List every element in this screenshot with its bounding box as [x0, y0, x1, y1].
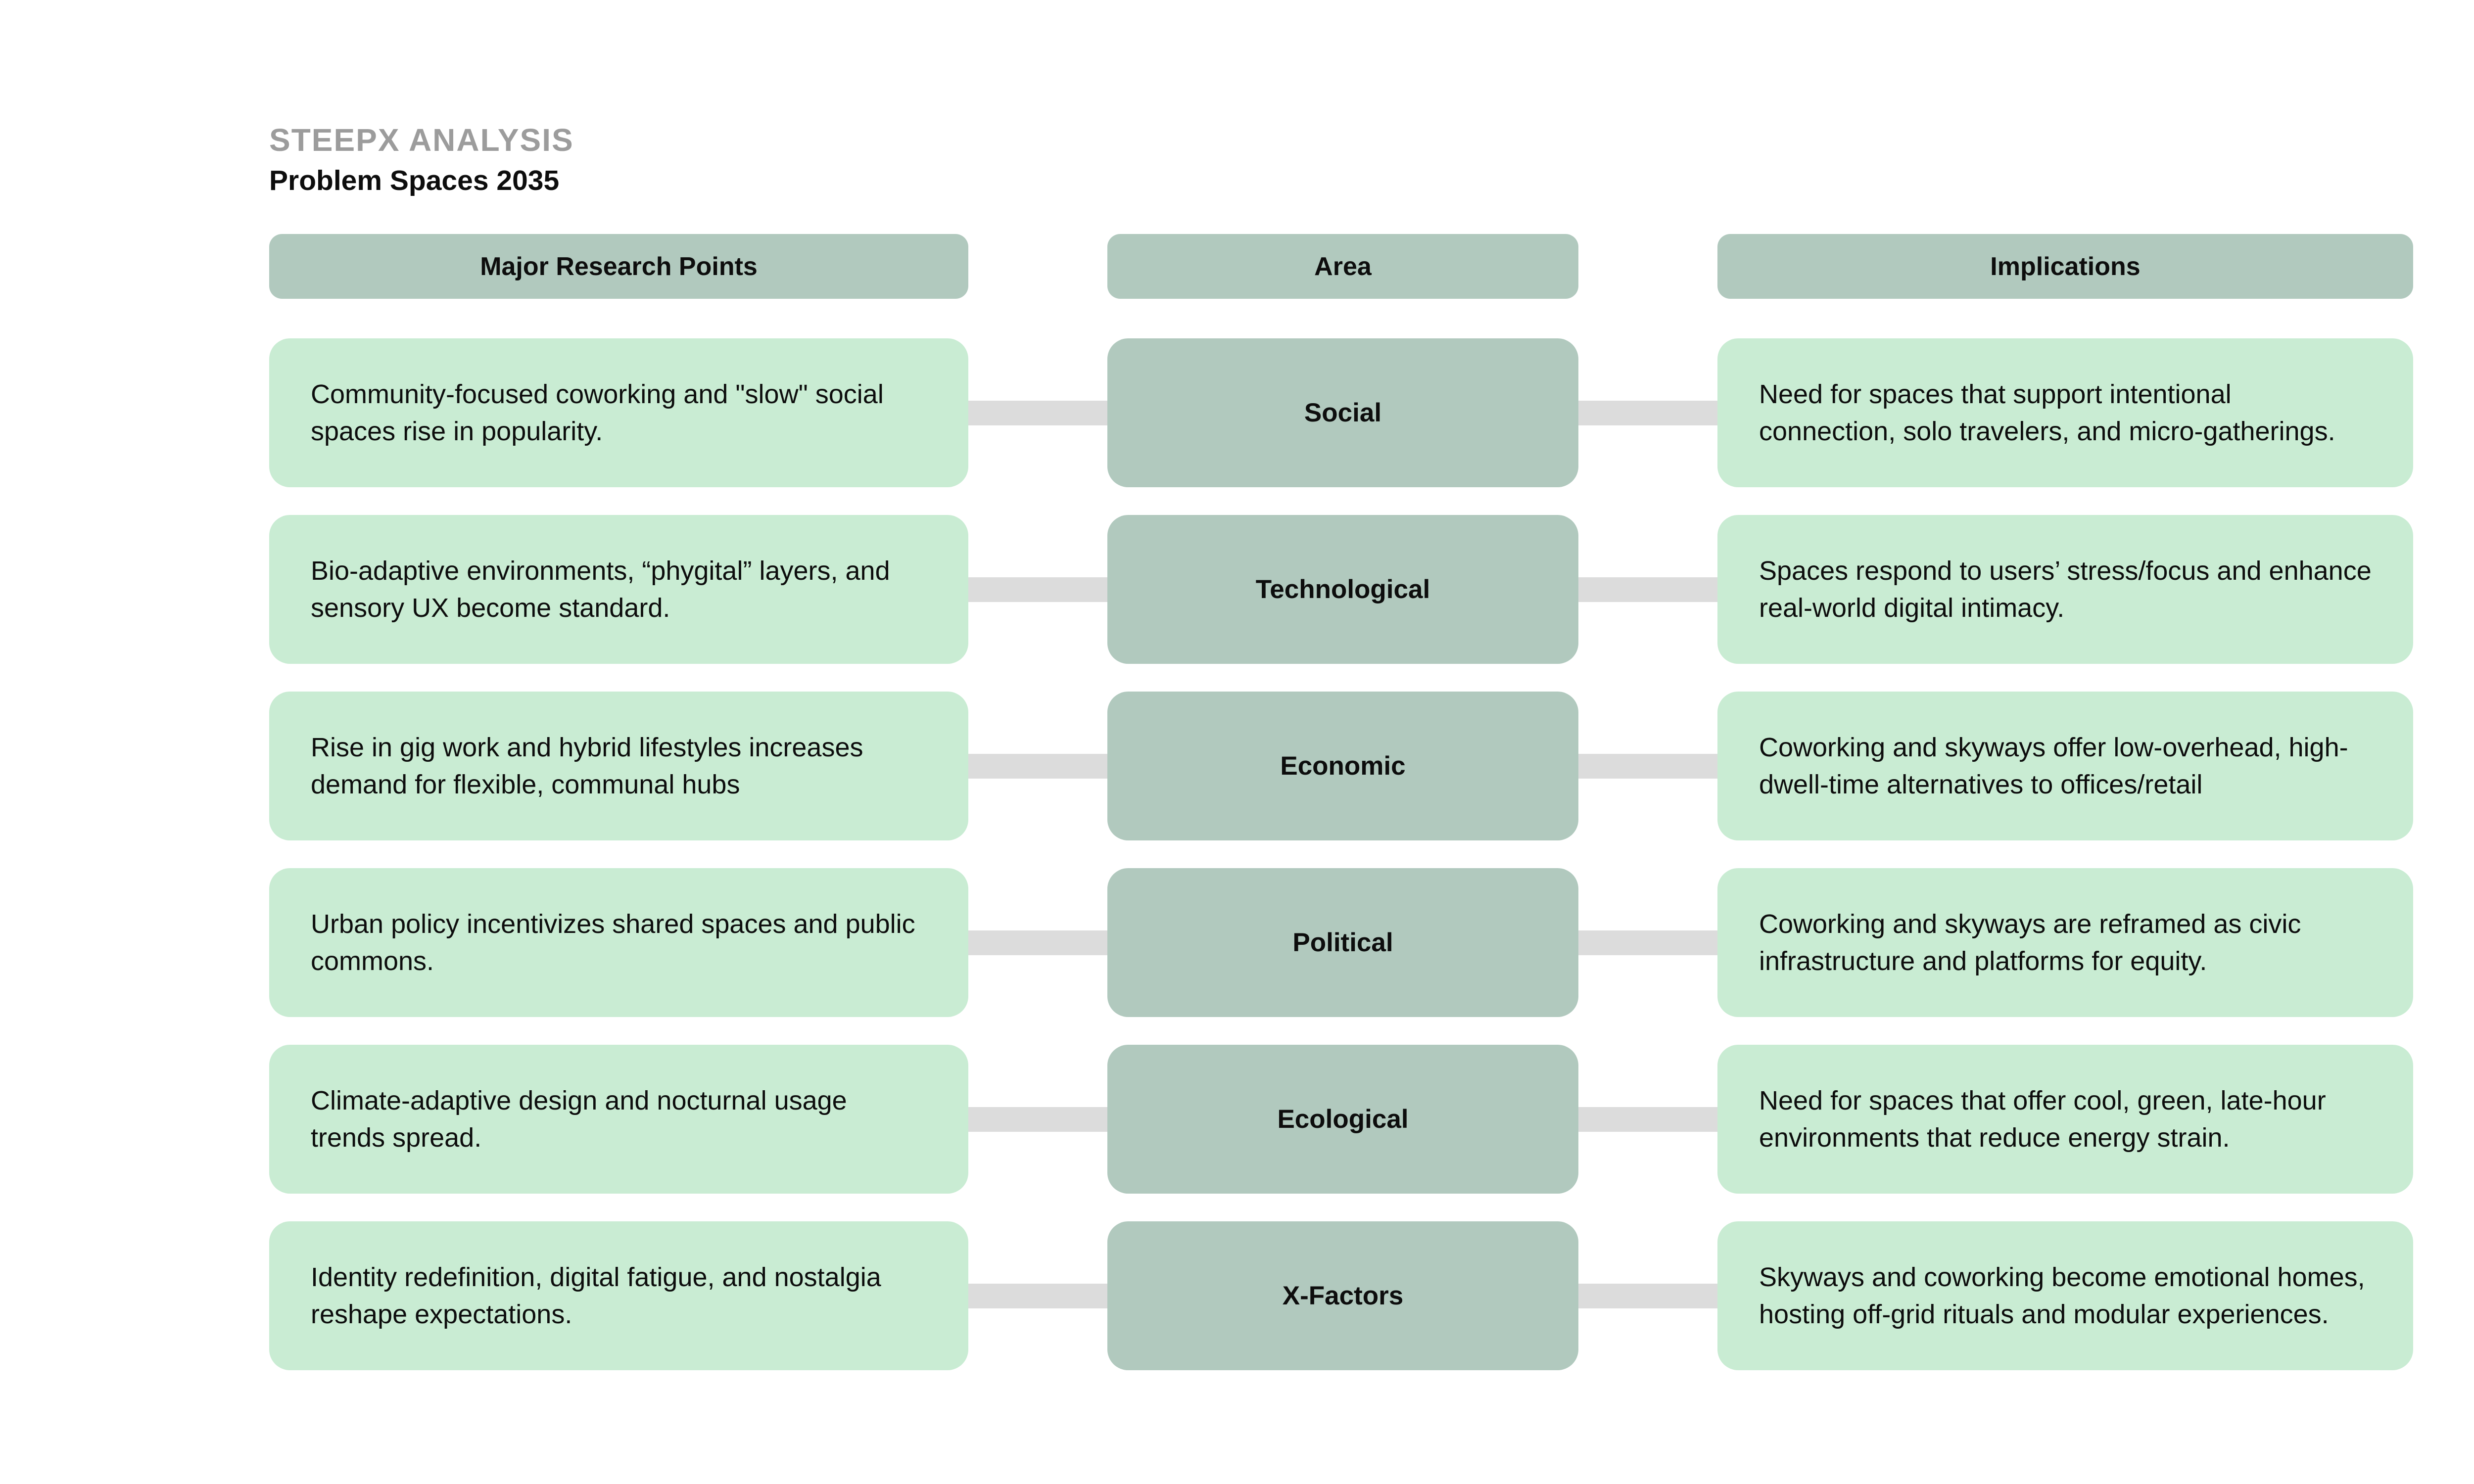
connector-bar: [1578, 930, 1717, 955]
area-card-x-factors: X-Factors: [1107, 1221, 1578, 1371]
area-card-economic: Economic: [1107, 692, 1578, 841]
research-point-card-ecological: Climate-adaptive design and nocturnal us…: [269, 1045, 968, 1194]
implication-card-technological: Spaces respond to users’ stress/focus an…: [1717, 515, 2413, 664]
connector-bar: [968, 577, 1107, 602]
research-point-card-political: Urban policy incentivizes shared spaces …: [269, 868, 968, 1018]
header-gap: [968, 234, 1107, 299]
connector-bar: [968, 753, 1107, 779]
implication-card-x-factors: Skyways and coworking become emotional h…: [1717, 1221, 2413, 1371]
connector-bar: [1578, 577, 1717, 602]
diagram-eyebrow-title: STEEPX ANALYSIS: [269, 122, 574, 158]
column-header-research-points: Major Research Points: [269, 234, 968, 299]
connector-bar: [1578, 1107, 1717, 1132]
connector-bar: [1578, 753, 1717, 779]
header-gap: [1578, 234, 1717, 299]
research-point-card-technological: Bio-adaptive environments, “phygital” la…: [269, 515, 968, 664]
area-card-technological: Technological: [1107, 515, 1578, 664]
connector-bar: [968, 400, 1107, 425]
column-header-implications: Implications: [1717, 234, 2413, 299]
connector-bar: [1578, 400, 1717, 425]
diagram-rows: Community-focused coworking and "slow" s…: [269, 338, 2474, 1371]
connector-bar: [1578, 1283, 1717, 1308]
area-card-ecological: Ecological: [1107, 1045, 1578, 1194]
connector-bar: [968, 1107, 1107, 1132]
diagram-heading: Problem Spaces 2035: [269, 165, 560, 197]
area-card-political: Political: [1107, 868, 1578, 1018]
connector-bar: [968, 930, 1107, 955]
column-header-area: Area: [1107, 234, 1578, 299]
implication-card-ecological: Need for spaces that offer cool, green, …: [1717, 1045, 2413, 1194]
research-point-card-economic: Rise in gig work and hybrid lifestyles i…: [269, 692, 968, 841]
connector-bar: [968, 1283, 1107, 1308]
area-card-social: Social: [1107, 338, 1578, 488]
implication-card-economic: Coworking and skyways offer low-overhead…: [1717, 692, 2413, 841]
research-point-card-social: Community-focused coworking and "slow" s…: [269, 338, 968, 488]
implication-card-social: Need for spaces that support intentional…: [1717, 338, 2413, 488]
implication-card-political: Coworking and skyways are reframed as ci…: [1717, 868, 2413, 1018]
research-point-card-x-factors: Identity redefinition, digital fatigue, …: [269, 1221, 968, 1371]
column-header-row: Major Research Points Area Implications: [269, 234, 2474, 299]
